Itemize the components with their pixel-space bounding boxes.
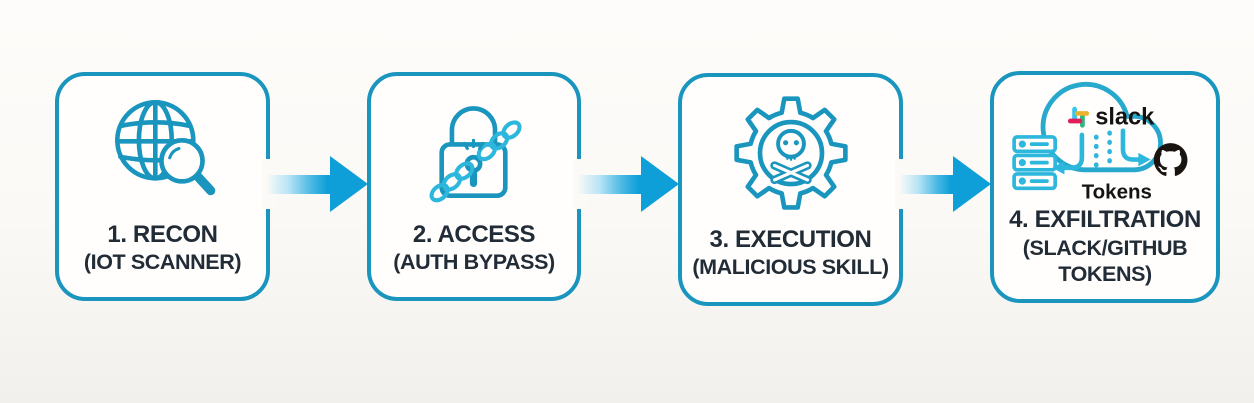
step-box-execution: 3. EXECUTION (MALICIOUS SKILL) bbox=[678, 73, 903, 306]
tokens-label: Tokens bbox=[1082, 181, 1152, 204]
step-label: 4. EXFILTRATION (SLACK/GITHUB TOKENS) bbox=[1009, 205, 1201, 287]
step-subtitle: (MALICIOUS SKILL) bbox=[692, 254, 889, 279]
step-label: 1. RECON (IOT SCANNER) bbox=[83, 220, 242, 275]
step-subtitle: (AUTH BYPASS) bbox=[393, 249, 555, 274]
step-title: 2. ACCESS bbox=[412, 220, 536, 248]
gear-skull-icon bbox=[733, 96, 848, 210]
step-subtitle-line2: TOKENS) bbox=[1058, 261, 1152, 286]
step-box-recon: 1. RECON (IOT SCANNER) bbox=[55, 72, 270, 301]
arrow-head bbox=[641, 156, 679, 212]
step-subtitle: (IOT SCANNER) bbox=[83, 249, 242, 274]
exfiltration-icon-area: slack bbox=[994, 73, 1216, 205]
arrow-shaft bbox=[266, 174, 330, 194]
arrow-shaft bbox=[899, 174, 953, 194]
step-title: 1. RECON bbox=[107, 220, 218, 248]
step-title: 4. EXFILTRATION bbox=[1009, 206, 1201, 234]
arrow-execution-to-exfiltration bbox=[895, 156, 991, 212]
skull-crossbones bbox=[769, 128, 812, 184]
arrow-head bbox=[330, 156, 368, 212]
arrow-recon-to-access bbox=[262, 156, 368, 212]
arrowhead-to-github bbox=[1138, 153, 1151, 167]
step-box-exfiltration: slack bbox=[990, 71, 1220, 303]
recon-icon-area bbox=[59, 76, 266, 220]
step-box-access: 2. ACCESS (AUTH BYPASS) bbox=[367, 72, 581, 301]
access-icon-area bbox=[371, 76, 577, 220]
step-subtitle-line1: (SLACK/GITHUB bbox=[1022, 235, 1188, 260]
break-spark bbox=[462, 138, 485, 150]
step-title: 3. EXECUTION bbox=[709, 225, 872, 253]
arrow-access-to-execution bbox=[573, 156, 679, 212]
slack-wordmark: slack bbox=[1095, 105, 1155, 131]
arrow-head bbox=[953, 156, 991, 212]
exfil-arrows bbox=[1061, 128, 1142, 175]
execution-icon-area bbox=[682, 77, 899, 225]
slack-logo-icon bbox=[1067, 107, 1090, 128]
globe-magnifier-icon bbox=[114, 99, 215, 195]
arrowhead-to-server bbox=[1052, 161, 1065, 175]
cloud-slack-github-exfil-icon: slack bbox=[1012, 82, 1188, 204]
step-label: 2. ACCESS (AUTH BYPASS) bbox=[393, 220, 555, 275]
arrow-shaft bbox=[577, 174, 641, 194]
broken-padlock-chain-icon bbox=[429, 105, 522, 203]
github-icon bbox=[1153, 143, 1188, 177]
server-icon bbox=[1012, 135, 1058, 191]
step-label: 3. EXECUTION (MALICIOUS SKILL) bbox=[692, 225, 889, 280]
